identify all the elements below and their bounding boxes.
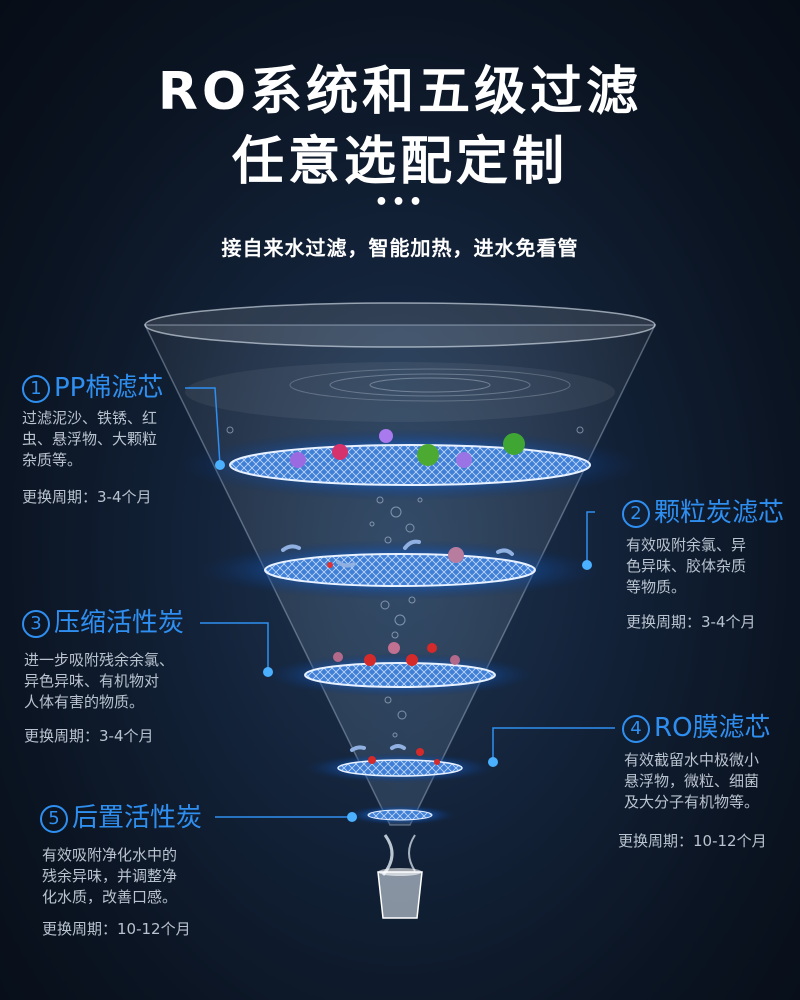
bacteria-icon: [290, 429, 525, 765]
stage-2-number: 2: [622, 500, 650, 528]
stage-2-name: 颗粒炭滤芯: [654, 498, 785, 528]
stage-2-desc: 有效吸附余氯、异 色异味、胶体杂质 等物质。: [626, 536, 747, 596]
stage-4-name: RO膜滤芯: [654, 713, 771, 743]
stage-5-desc: 有效吸附净化水中的 残余异味，并调整净 化水质，改善口感。: [42, 846, 178, 906]
stage-3-cycle: 更换周期：3-4个月: [24, 727, 154, 745]
stage-1-cycle: 更换周期：3-4个月: [22, 488, 152, 506]
stage-5-cycle: 更换周期：10-12个月: [42, 920, 191, 938]
subtitle: 接自来水过滤，智能加热，进水免看管: [221, 236, 579, 260]
title-line-1: RO系统和五级过滤: [157, 62, 643, 122]
title-line-2: 任意选配定制: [231, 132, 568, 192]
stage-1-desc: 过滤泥沙、铁锈、红 虫、悬浮物、大颗粒 杂质等。: [22, 409, 158, 469]
water-glass-icon: [377, 834, 423, 919]
stage-2-cycle: 更换周期：3-4个月: [626, 613, 756, 631]
stage-3-desc: 进一步吸附残余余氯、 异色异味、有机物对 人体有害的物质。: [24, 651, 175, 711]
stage-1-name: PP棉滤芯: [54, 373, 164, 403]
stage-3-name: 压缩活性炭: [54, 608, 185, 638]
stage-3-number: 3: [22, 610, 50, 638]
stage-5-name: 后置活性炭: [72, 803, 203, 833]
stage-4-cycle: 更换周期：10-12个月: [618, 832, 767, 850]
separator-dots: •••: [374, 190, 426, 215]
stage-4-desc: 有效截留水中极微小 悬浮物，微粒、细菌 及大分子有机物等。: [624, 751, 760, 811]
stage-5-number: 5: [40, 805, 68, 833]
stage-4-number: 4: [622, 715, 650, 743]
stage-1-number: 1: [22, 375, 50, 403]
